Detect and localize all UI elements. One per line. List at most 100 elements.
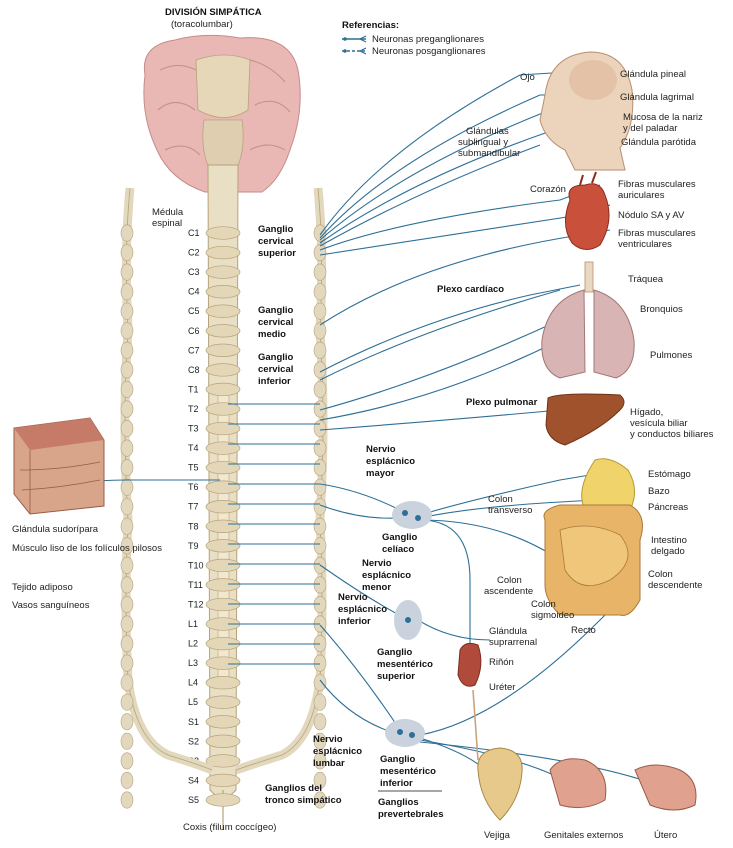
chain-ganglion-left-t6 [120,478,134,496]
chain-ganglion-left-t1 [120,380,134,398]
segment-label-t2: T2 [188,404,199,414]
segment-label-c3: C3 [188,267,200,277]
svg-text:tronco simpático: tronco simpático [265,795,342,806]
segment-label-t6: T6 [188,482,199,492]
segment-label-c8: C8 [188,365,200,375]
chain-ganglion-right-t2 [313,400,327,418]
coccyx-label: Coxis (filum coccígeo) [183,822,276,833]
skin-labels: Glándula sudorípara Músculo liso de los … [12,524,162,611]
spinal-cord [207,164,239,830]
chain-ganglion-left-t4 [120,439,134,457]
chain-ganglion-left-l2 [120,635,134,653]
legend: Referencias: Neuronas preganglionares Ne… [342,20,486,57]
svg-text:Riñón: Riñón [489,657,514,668]
chain-ganglion-right-l3 [313,654,327,672]
vertebra-t10 [205,558,241,573]
head-illustration [539,51,634,171]
svg-text:Fibras musculares: Fibras musculares [618,179,696,190]
svg-text:Ganglio: Ganglio [382,532,418,543]
svg-text:Bronquios: Bronquios [640,304,683,315]
vertebra-t9 [205,539,241,553]
chain-ganglion-left-t9 [120,537,134,555]
svg-text:Vasos sanguíneos: Vasos sanguíneos [12,600,90,611]
chain-ganglion-left-c4 [120,283,134,301]
legend-label-preganglionic: Neuronas preganglionares [372,34,484,45]
svg-text:transverso: transverso [488,505,532,516]
svg-text:Ganglio: Ganglio [377,647,413,658]
chain-ganglion-left-c6 [120,322,134,340]
bladder-illustration [477,747,523,821]
svg-text:delgado: delgado [651,546,685,557]
diagram-title: DIVISIÓN SIMPÁTICA [165,6,262,18]
svg-text:vesícula biliar: vesícula biliar [630,418,688,429]
svg-text:inferior: inferior [338,616,371,627]
svg-text:cervical: cervical [258,317,293,328]
svg-text:Bazo: Bazo [648,486,670,497]
heart-labels: Corazón Fibras musculares auriculares Nó… [530,179,696,250]
vertebra-s4 [205,773,241,788]
sympathetic-trunk-right [234,187,328,775]
svg-text:Músculo liso de los folículos: Músculo liso de los folículos pilosos [12,543,162,554]
legend-title: Referencias: [342,20,399,31]
svg-text:Ganglios: Ganglios [378,797,419,808]
label-pulmonary-plexus: Plexo pulmonar [466,397,538,408]
label-prevertebral-ganglia: Ganglios prevertebrales [378,797,443,820]
legend-item-preganglionic: Neuronas preganglionares [342,34,484,45]
label-cervical-superior: Ganglio cervical superior [258,224,296,259]
liver-labels: Hígado, vesícula biliar y conductos bili… [630,407,714,440]
svg-text:inferior: inferior [380,778,413,789]
svg-text:Nervio: Nervio [313,734,343,745]
diagram-subtitle: (toracolumbar) [171,19,233,30]
svg-text:Nervio: Nervio [362,558,392,569]
chain-ganglion-left-s2 [120,732,134,750]
vertebra-t4 [205,441,241,455]
chain-ganglion-right-t11 [313,576,327,594]
segment-label-s5: S5 [188,795,199,805]
svg-text:Colon: Colon [531,599,556,610]
segment-label-t3: T3 [188,424,199,434]
segment-label-t4: T4 [188,443,199,453]
svg-text:Ganglio: Ganglio [258,352,294,363]
chain-ganglion-left-l1 [120,615,134,633]
label-celiac-ganglion: Ganglio celíaco [382,532,418,555]
svg-text:sigmoideo: sigmoideo [531,610,574,621]
chain-ganglion-left-c7 [120,341,134,359]
kidney-illustration [457,642,482,761]
svg-text:Intestino: Intestino [651,535,687,546]
svg-text:Colon: Colon [497,575,522,586]
chain-ganglion-right-s1 [313,713,327,731]
chain-ganglion-right-c5 [313,302,327,320]
vertebra-c2 [205,245,241,260]
svg-text:suprarrenal: suprarrenal [489,637,537,648]
segment-label-c2: C2 [188,248,200,258]
segment-label-c1: C1 [188,228,200,238]
uterus-illustration [634,764,697,811]
chain-ganglion-left-t12 [120,595,134,613]
legend-item-postganglionic: Neuronas posganglionares [342,46,486,57]
segment-label-t12: T12 [188,600,204,610]
vertebra-l3 [205,656,241,670]
chain-ganglion-right-c7 [313,341,327,359]
chain-ganglion-right-t4 [313,439,327,457]
segment-label-l3: L3 [188,658,198,668]
chain-ganglion-left-c8 [120,361,134,379]
vertebra-l4 [205,676,241,690]
svg-text:Glándulas: Glándulas [466,126,509,137]
svg-text:Ojo: Ojo [520,72,535,83]
segment-label-l2: L2 [188,639,198,649]
vertebra-t6 [205,480,241,494]
chain-ganglion-left-t5 [120,459,134,477]
segment-label-t10: T10 [188,560,204,570]
chain-ganglion-left-s1 [120,713,134,731]
svg-text:celíaco: celíaco [382,544,414,555]
svg-text:Tráquea: Tráquea [628,274,664,285]
chain-ganglion-left-t10 [120,556,134,574]
lungs-illustration [541,261,635,379]
chain-ganglion-right-t5 [313,459,327,477]
svg-text:medio: medio [258,329,286,340]
svg-text:superior: superior [258,248,296,259]
segment-label-s4: S4 [188,775,199,785]
inferior-mesenteric-ganglion-shape [385,719,425,747]
svg-text:Hígado,: Hígado, [630,407,663,418]
chain-ganglion-right-t9 [313,537,327,555]
